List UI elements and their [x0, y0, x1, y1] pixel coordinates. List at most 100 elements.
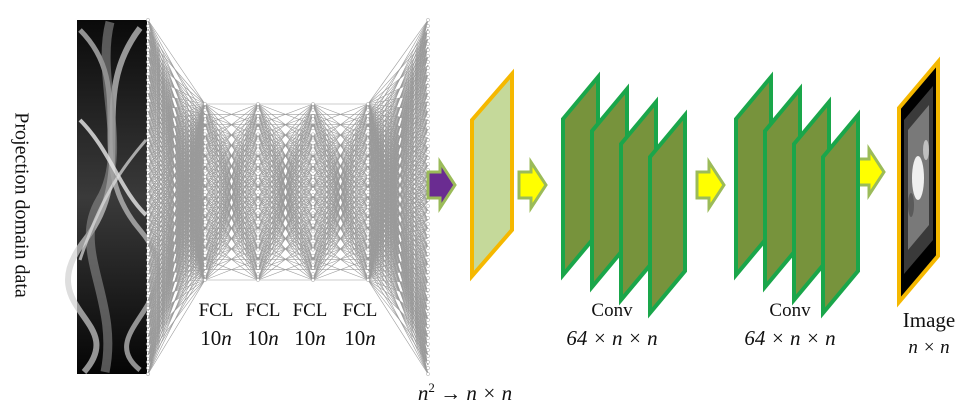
connection-line — [147, 103, 206, 238]
neuron-node — [311, 187, 315, 191]
conv2-title: Conv — [769, 300, 811, 321]
arrow-to-conv2 — [695, 156, 726, 214]
neuron-node — [426, 126, 430, 130]
connection-line — [147, 37, 206, 105]
neuron-node — [203, 114, 207, 118]
connection-line — [367, 279, 429, 357]
conv-block-2 — [734, 71, 860, 319]
connection-line — [147, 92, 206, 105]
neuron-node — [366, 102, 370, 106]
neuron-node — [256, 211, 260, 216]
neuron-node — [426, 312, 430, 316]
neuron-node — [311, 247, 315, 252]
neuron-node — [256, 266, 260, 270]
neuron-node — [256, 138, 260, 143]
connection-line — [204, 238, 259, 281]
connection-line — [367, 269, 429, 311]
connection-line — [312, 103, 369, 229]
connection-line — [367, 83, 429, 281]
neuron-node — [426, 234, 430, 238]
neuron-node — [203, 199, 207, 203]
connection-line — [367, 156, 429, 281]
connection-line — [147, 103, 206, 166]
connection-line — [367, 119, 429, 281]
neuron-node — [203, 223, 207, 228]
neuron-node — [311, 235, 315, 240]
neuron-node — [426, 42, 430, 46]
connection-line — [367, 279, 429, 284]
neuron-node — [366, 175, 370, 179]
neuron-node — [146, 96, 150, 100]
connection-line — [147, 114, 206, 157]
neuron-node — [146, 132, 150, 136]
neuron-node — [426, 78, 430, 82]
neuron-node — [311, 223, 315, 228]
connection-line — [367, 259, 429, 284]
neuron-node — [256, 247, 260, 252]
neuron-node — [146, 120, 150, 124]
neuron-node — [256, 102, 260, 106]
neuron-node — [426, 288, 430, 292]
neuron-node — [146, 318, 150, 322]
neuron-node — [366, 266, 370, 270]
connection-line — [367, 19, 429, 167]
connection-line — [204, 155, 259, 281]
connection-line — [147, 56, 206, 125]
conv1-title: Conv — [591, 300, 633, 321]
neuron-node — [203, 120, 207, 125]
connection-line — [257, 103, 314, 270]
connection-line — [367, 29, 429, 281]
neuron-node — [146, 246, 150, 250]
neuron-node — [256, 259, 260, 264]
connection-line — [367, 19, 429, 146]
connection-line — [367, 101, 429, 281]
neuron-node — [256, 217, 260, 222]
neuron-node — [311, 150, 315, 155]
connection-line — [147, 103, 206, 184]
output-label: Image n × n — [893, 308, 965, 359]
connection-line — [367, 259, 429, 357]
connection-line — [147, 92, 206, 125]
connection-line — [367, 92, 429, 167]
neuron-node — [426, 24, 430, 28]
neuron-node — [256, 150, 260, 155]
conv1-label: Conv 64 × n × n — [552, 300, 672, 351]
neuron-node — [256, 272, 260, 276]
neuron-node — [146, 138, 150, 142]
connection-line — [204, 103, 259, 146]
neuron-node — [146, 348, 150, 352]
neuron-node — [426, 66, 430, 70]
connection-line — [257, 103, 314, 146]
fcl-name: FCL — [198, 300, 234, 321]
connection-line — [367, 192, 429, 281]
connection-line — [367, 128, 429, 167]
neuron-node — [203, 181, 207, 185]
connection-line — [312, 103, 369, 270]
connection-line — [367, 183, 429, 270]
connection-line — [367, 110, 429, 167]
connection-line — [312, 238, 369, 281]
connection-line — [312, 103, 369, 250]
neuron-node — [256, 199, 260, 203]
neuron-node — [203, 247, 207, 252]
connection-line — [367, 259, 429, 338]
neuron-node — [256, 223, 260, 228]
neuron-node — [146, 336, 150, 340]
connection-line — [147, 103, 206, 275]
neuron-node — [366, 108, 370, 112]
neuron-node — [146, 366, 150, 370]
neuron-node — [426, 342, 430, 346]
neuron-node — [203, 156, 207, 161]
neuron-node — [203, 253, 207, 258]
neuron-node — [146, 192, 150, 196]
connection-line — [147, 114, 206, 375]
neuron-node — [203, 102, 207, 106]
neuron-node — [311, 162, 315, 167]
neuron-node — [146, 36, 150, 40]
connection-line — [367, 65, 429, 281]
connection-line — [257, 103, 314, 250]
neuron-node — [256, 108, 260, 112]
connection-line — [204, 103, 259, 208]
neuron-node — [146, 48, 150, 52]
connection-line — [367, 137, 429, 177]
